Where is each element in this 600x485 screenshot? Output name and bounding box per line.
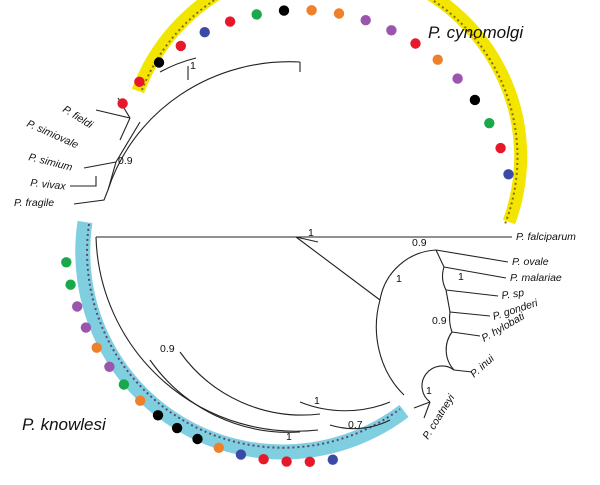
knowlesi-dot	[281, 456, 292, 467]
cynomolgi-dot	[199, 27, 210, 38]
cynomolgi-dot	[224, 16, 236, 27]
knowlesi-dot	[235, 449, 247, 460]
cynomolgi-dot	[175, 40, 186, 52]
cynomolgi-leaf-branches	[141, 0, 519, 225]
taxon-label-vivax: P. vivax	[30, 177, 67, 193]
knowlesi-dot-markers	[61, 257, 338, 467]
cynomolgi-dot	[333, 8, 345, 19]
support-value: 0.9	[412, 237, 427, 249]
cynomolgi-dot	[452, 73, 463, 84]
support-value: 1	[308, 227, 314, 239]
cynomolgi-dot-markers	[117, 5, 514, 180]
knowlesi-dot	[258, 454, 269, 465]
taxon-label-fieldi: P. fieldi	[60, 103, 95, 131]
knowlesi-dot	[118, 379, 130, 390]
knowlesi-dot	[152, 410, 164, 421]
support-value: 0.9	[432, 315, 447, 327]
clade-label-knowlesi: P. knowlesi	[22, 415, 107, 434]
knowlesi-leaf-branches	[86, 223, 401, 449]
taxon-label-coatneyi: P. coatneyi	[420, 392, 457, 442]
support-value: 1	[458, 271, 464, 283]
clade-label-cynomolgi: P. cynomolgi	[428, 23, 524, 42]
taxon-label-malariae: P. malariae	[510, 272, 562, 284]
knowlesi-dot	[65, 279, 76, 290]
knowlesi-dot	[171, 422, 183, 434]
knowlesi-dot	[91, 342, 102, 353]
knowlesi-dot	[304, 456, 315, 467]
knowlesi-highlight-arc	[75, 220, 409, 460]
cynomolgi-dot	[410, 38, 421, 49]
cynomolgi-dot	[134, 76, 145, 88]
taxon-label-ovale: P. ovale	[512, 256, 549, 268]
support-value: 1	[190, 60, 196, 72]
support-value: 1	[426, 385, 432, 397]
cynomolgi-highlight-arc	[131, 0, 528, 225]
cynomolgi-dot	[386, 25, 397, 36]
knowlesi-dot	[135, 395, 146, 406]
cynomolgi-dot	[278, 5, 290, 16]
cynomolgi-dot	[153, 57, 165, 68]
support-value: 0.9	[160, 343, 175, 355]
cynomolgi-dot	[495, 142, 506, 154]
knowlesi-dot	[327, 454, 338, 465]
cynomolgi-dot	[469, 94, 481, 106]
support-value: 1	[396, 273, 402, 285]
taxon-label-sp: P. sp	[501, 287, 525, 302]
support-value: 1	[286, 431, 292, 443]
knowlesi-dot	[213, 442, 224, 453]
taxon-label-inui: P. inui	[468, 352, 497, 380]
knowlesi-dot	[72, 301, 83, 312]
cynomolgi-dot	[306, 5, 317, 16]
taxon-label-simiovale: P. simiovale	[25, 118, 80, 151]
support-value: 0.9	[118, 155, 133, 167]
cynomolgi-dot	[432, 54, 443, 65]
cynomolgi-dot	[503, 169, 514, 180]
support-value: 0.7	[348, 419, 363, 431]
cynomolgi-dot	[360, 15, 371, 26]
cynomolgi-dot	[251, 9, 262, 20]
knowlesi-dot	[80, 322, 92, 333]
taxon-label-falciparum: P. falciparum	[516, 231, 576, 243]
cynomolgi-dot	[484, 118, 495, 129]
taxon-label-simium: P. simium	[27, 151, 74, 174]
knowlesi-dot	[192, 433, 203, 445]
support-value: 1	[314, 395, 320, 407]
knowlesi-dot	[61, 257, 72, 268]
knowlesi-dot	[104, 361, 115, 372]
cynomolgi-dot	[117, 98, 128, 109]
tree-branches	[70, 57, 512, 433]
taxon-label-fragile: P. fragile	[14, 197, 54, 209]
